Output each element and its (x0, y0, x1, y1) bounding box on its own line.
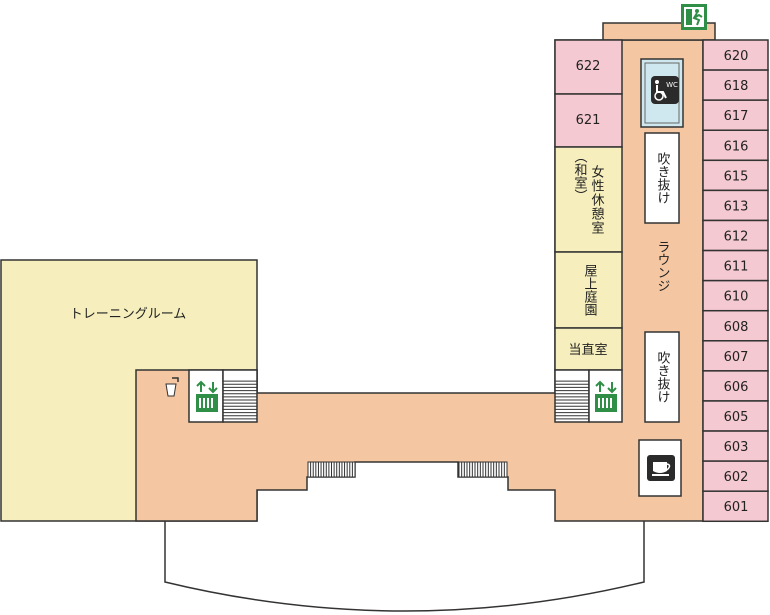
room-608[interactable] (702, 309, 769, 342)
female-rest-sub-label: （和室） (572, 150, 588, 202)
room-620-label: 620 (724, 49, 749, 64)
elevator-icon (196, 380, 218, 412)
room-606[interactable] (702, 370, 769, 402)
toilet-mark-text: WC (666, 81, 678, 89)
drinking-fountain-icon (165, 377, 179, 397)
room-617[interactable] (702, 99, 769, 131)
room-616-label: 616 (724, 139, 749, 154)
room-622-label: 622 (576, 59, 601, 74)
room-621-label: 621 (576, 113, 601, 128)
coffee-cup-icon (647, 455, 675, 481)
room-611[interactable] (702, 249, 769, 282)
room-606-label: 606 (724, 380, 749, 395)
room-601-label: 601 (724, 500, 749, 515)
room-618-label: 618 (724, 79, 749, 94)
room-615-label: 615 (724, 169, 749, 184)
room-605-label: 605 (724, 410, 749, 425)
room-603-label: 603 (724, 440, 749, 455)
atrium-1 (644, 132, 680, 224)
training-room-label: トレーニングルーム (70, 307, 187, 322)
room-607[interactable] (702, 340, 769, 372)
room-602[interactable] (702, 460, 769, 492)
room-618[interactable] (702, 69, 769, 101)
lounge-label: ラウンジ (655, 240, 670, 292)
rooftop-garden-label: 屋上庭園 (582, 264, 598, 316)
atrium-1-label: 吹き抜け (655, 152, 671, 204)
female-rest-room[interactable] (554, 146, 623, 253)
accessible-toilet-icon: WC (651, 76, 679, 104)
emergency-exit-icon (681, 4, 707, 30)
room-617-label: 617 (724, 109, 749, 124)
atrium-2 (644, 331, 680, 423)
room-615[interactable] (702, 159, 769, 192)
room-613-label: 613 (724, 199, 749, 214)
room-601[interactable] (702, 490, 769, 523)
atrium-2-label: 吹き抜け (655, 351, 671, 403)
room-605[interactable] (702, 400, 769, 432)
stairs-right (554, 369, 590, 423)
room-607-label: 607 (724, 350, 749, 365)
room-608-label: 608 (724, 320, 749, 335)
rooftop-garden[interactable] (554, 251, 623, 329)
balcony-outline (164, 520, 645, 612)
room-616[interactable] (702, 129, 769, 162)
room-613[interactable] (702, 189, 769, 222)
room-621[interactable] (554, 93, 623, 148)
stairs-left (222, 369, 258, 423)
room-610[interactable] (702, 279, 769, 312)
east-rooms: 620 618 617 616 615 613 612 611 610 608 607 606 605 6… (702, 39, 769, 523)
duty-room-label: 当直室 (568, 342, 607, 358)
room-620[interactable] (702, 39, 769, 71)
duty-room[interactable] (554, 327, 623, 371)
room-612-label: 612 (724, 230, 749, 245)
room-603[interactable] (702, 430, 769, 462)
female-rest-label: 女性休憩室 (589, 164, 605, 235)
room-610-label: 610 (724, 290, 749, 305)
room-611-label: 611 (724, 260, 749, 275)
elevator-icon (595, 380, 617, 412)
room-602-label: 602 (724, 470, 749, 485)
